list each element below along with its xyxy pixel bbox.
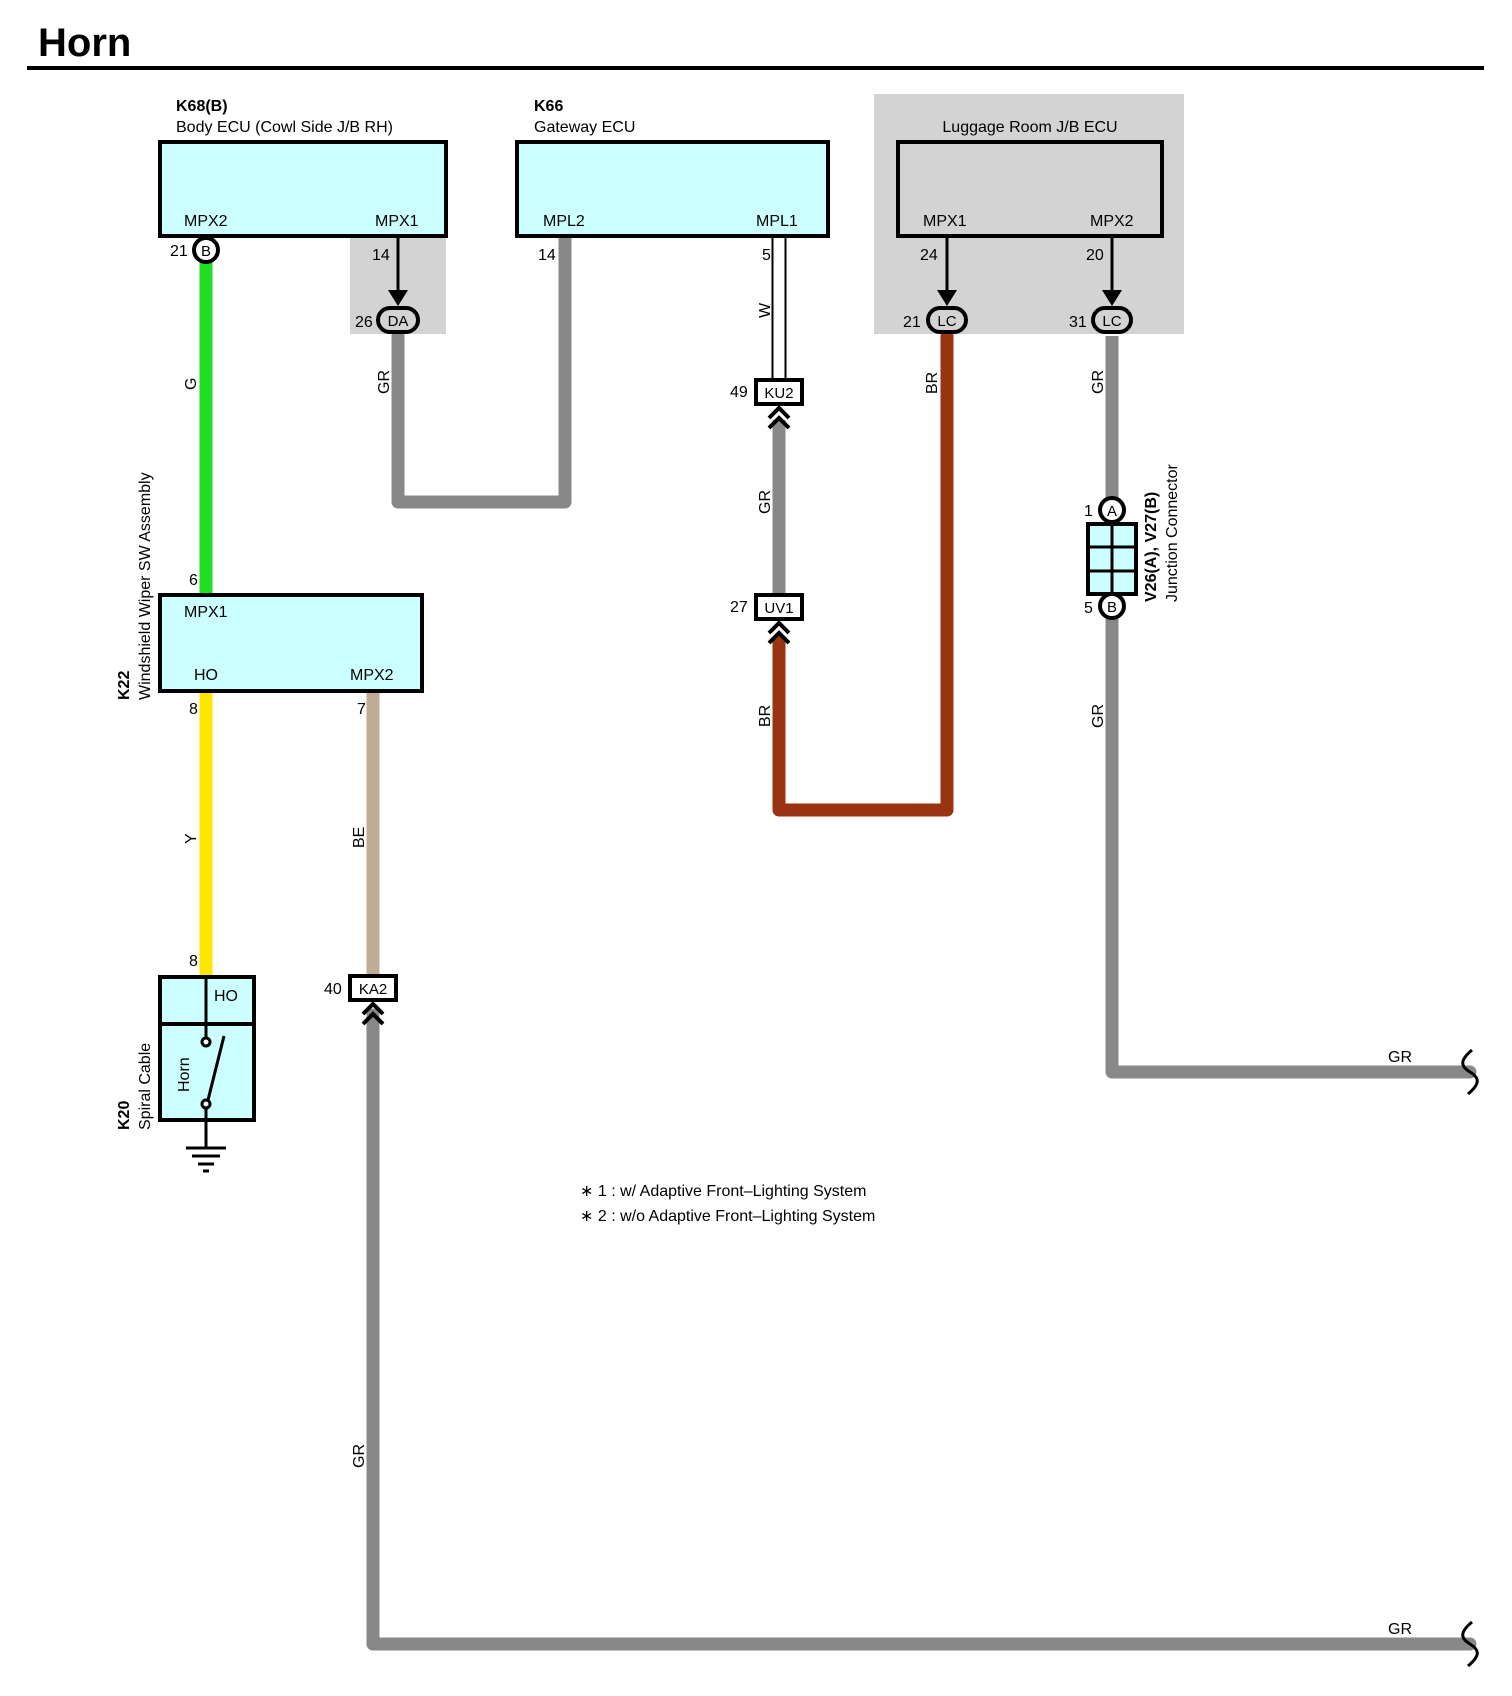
connector-code: KU2: [764, 385, 793, 402]
connector-uv1: [754, 593, 804, 621]
pin-num: 24: [920, 247, 938, 264]
wire-label: BE: [351, 827, 368, 848]
luggage-room-jb-ecu: [896, 140, 1164, 238]
wire-label: GR: [351, 1444, 368, 1468]
connector-b-top: [192, 236, 220, 264]
horn-switch-icon: [206, 1035, 226, 1101]
chevron: [361, 1011, 385, 1026]
horn-switch-label: Horn: [176, 1057, 193, 1092]
k68-pin-right-label: MPX1: [375, 213, 419, 230]
luggage-name: Luggage Room J/B ECU: [942, 119, 1117, 136]
arrow-head: [1102, 290, 1122, 306]
k22-pin-ho-label: HO: [194, 667, 218, 684]
jc-name: Junction Connector: [1164, 463, 1181, 602]
connector-da: [376, 306, 420, 334]
k66-name: Gateway ECU: [534, 119, 635, 136]
connector-code: DA: [388, 313, 409, 330]
page-title: Horn: [38, 21, 131, 65]
wire-gr-da: [391, 231, 572, 509]
note-1: ∗ 1 : w/ Adaptive Front–Lighting System: [580, 1183, 866, 1200]
connector-lc-left: [926, 306, 968, 334]
wire-gr-ka2: [366, 1008, 1477, 1651]
chevron: [767, 415, 791, 430]
k22-pin-top-label: MPX1: [184, 604, 228, 621]
k68-code: K68(B): [176, 98, 228, 115]
chevron: [767, 405, 791, 420]
note-2: ∗ 2 : w/o Adaptive Front–Lighting System: [580, 1208, 875, 1225]
connector-code: LC: [937, 313, 956, 330]
connector-code: KA2: [359, 981, 387, 998]
pin-num: 26: [355, 314, 373, 331]
chevron: [767, 620, 791, 635]
jc-code: V26(A), V27(B): [1143, 492, 1160, 602]
wire-label: Y: [183, 833, 200, 844]
pin-num: 20: [1086, 247, 1104, 264]
break-mark-lower: [1461, 1620, 1479, 1668]
k22-name: Windshield Wiper SW Assembly: [137, 472, 154, 700]
pin-num: 31: [1069, 314, 1087, 331]
k22-wiper-sw-assembly: [158, 593, 424, 693]
connector-lc-right: [1091, 306, 1133, 334]
switch-contact: [200, 1036, 212, 1048]
wire-label: GR: [1388, 1621, 1412, 1638]
connector-code: B: [1107, 599, 1117, 616]
wire-gr-jc: [1105, 611, 1477, 1079]
connector-ka2: [348, 974, 398, 1002]
pin-num: 6: [189, 572, 198, 589]
wire-label: GR: [1388, 1049, 1412, 1066]
k22-code: K22: [116, 671, 133, 700]
pin-num: 21: [903, 314, 921, 331]
wire-label: GR: [757, 490, 774, 514]
wire-br: [772, 329, 954, 817]
connector-jc-b: [1098, 592, 1126, 620]
connector-code: LC: [1102, 313, 1121, 330]
k68-body-ecu: [158, 140, 448, 238]
k68-pin-left-label: MPX2: [184, 213, 228, 230]
pin-num: 14: [538, 247, 556, 264]
pin-num: 5: [1084, 600, 1093, 617]
k66-pin-right-label: MPL1: [756, 213, 798, 230]
k66-gateway-ecu: [515, 140, 830, 238]
chevron: [361, 1001, 385, 1016]
pin-num: 14: [372, 247, 390, 264]
connector-code: A: [1107, 503, 1117, 520]
k20-pin-ho-label: HO: [214, 988, 238, 1005]
pin-num: 5: [762, 247, 771, 264]
pin-num: 8: [189, 701, 198, 718]
luggage-pin-left-label: MPX1: [923, 213, 967, 230]
pin-num: 1: [1084, 503, 1093, 520]
connector-code: B: [201, 243, 211, 260]
pin-num: 21: [170, 243, 188, 260]
k66-code: K66: [534, 98, 563, 115]
wire-label: W: [757, 302, 774, 318]
wire-label: G: [183, 378, 200, 390]
k20-name: Spiral Cable: [137, 1043, 154, 1130]
k20-code: K20: [116, 1101, 133, 1130]
chevron: [767, 630, 791, 645]
wire-label: GR: [376, 370, 393, 394]
wire-label: BR: [757, 705, 774, 727]
wire-label: GR: [1090, 704, 1107, 728]
wire-label: GR: [1090, 370, 1107, 394]
k66-pin-left-label: MPL2: [543, 213, 585, 230]
k22-pin-mpx2-label: MPX2: [350, 667, 394, 684]
k68-name: Body ECU (Cowl Side J/B RH): [176, 119, 393, 136]
wire-label: BR: [924, 372, 941, 394]
luggage-pin-right-label: MPX2: [1090, 213, 1134, 230]
arrow-head: [937, 290, 957, 306]
pin-num: 8: [189, 953, 198, 970]
pin-num: 49: [730, 384, 748, 401]
arrow-head: [388, 290, 408, 306]
connector-ku2: [754, 378, 804, 406]
pin-num: 27: [730, 599, 748, 616]
switch-contact: [200, 1098, 212, 1110]
pin-num: 7: [357, 701, 366, 718]
connector-code: UV1: [764, 600, 793, 617]
pin-num: 40: [324, 981, 342, 998]
break-mark-upper: [1461, 1048, 1479, 1096]
